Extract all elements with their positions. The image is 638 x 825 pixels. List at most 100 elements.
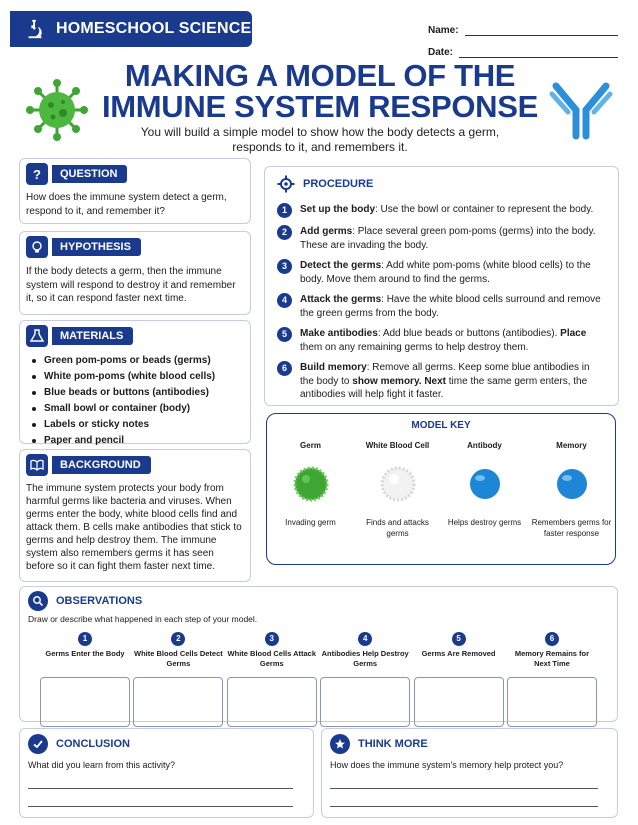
procedure-step: 4 Attack the germs: Have the white blood… xyxy=(277,293,606,320)
observation-steps: 1 Germs Enter the Body 2 White Blood Cel… xyxy=(28,632,609,727)
step-number: 1 xyxy=(277,203,292,218)
conclusion-card: CONCLUSION What did you learn from this … xyxy=(19,728,314,818)
key-item-germ: Germ Invading germ xyxy=(271,441,351,539)
step-number: 5 xyxy=(451,632,466,646)
answer-line[interactable] xyxy=(28,788,293,789)
observation-step: 2 White Blood Cells Detect Germs xyxy=(133,632,224,727)
step-caption: Antibodies Help Destroy Germs xyxy=(321,649,409,668)
white-pompom-icon xyxy=(380,466,415,502)
step-bold: Build memory xyxy=(300,362,367,373)
step-number: 2 xyxy=(277,225,292,240)
step-number: 4 xyxy=(277,293,292,308)
observation-box[interactable] xyxy=(133,677,224,727)
name-date-block: Name: Date: xyxy=(428,14,618,58)
procedure-header: PROCEDURE xyxy=(277,175,606,193)
key-item-name: Memory xyxy=(556,441,587,450)
book-icon xyxy=(26,454,48,476)
answer-line[interactable] xyxy=(330,788,598,789)
step-number: 5 xyxy=(277,327,292,342)
step-number: 4 xyxy=(358,632,373,646)
step-number: 6 xyxy=(544,632,559,646)
key-item-name: Antibody xyxy=(467,441,502,450)
step-bold: Make antibodies xyxy=(300,328,378,339)
answer-line[interactable] xyxy=(330,806,598,807)
key-item-memory: Memory Remembers germs for faster respon… xyxy=(532,441,612,539)
title-line-1: MAKING A MODEL OF THE xyxy=(124,58,516,93)
observation-box[interactable] xyxy=(413,677,504,727)
lightbulb-icon xyxy=(26,236,48,258)
think-more-header: THINK MORE xyxy=(330,734,609,754)
hypothesis-header: HYPOTHESIS xyxy=(26,236,244,258)
step-text: : Have the white blood cells surround an… xyxy=(300,294,601,319)
observations-card: OBSERVATIONS Draw or describe what happe… xyxy=(19,586,618,727)
step-bold: Detect the germs xyxy=(300,260,382,271)
model-key-card: MODEL KEY Germ Invading germ White Blood… xyxy=(266,413,616,565)
hypothesis-text: If the body detects a germ, then the imm… xyxy=(26,266,236,304)
step-caption: Germs Are Removed xyxy=(421,649,496,658)
key-item-desc: Invading germ xyxy=(285,518,336,527)
step-text: : Remove all germs. Keep some blue antib… xyxy=(300,362,590,387)
list-item: White pom-poms (white blood cells) xyxy=(26,369,244,385)
title-line-2: IMMUNE SYSTEM RESPONSE xyxy=(101,89,539,124)
green-pompom-icon xyxy=(293,466,328,502)
procedure-step: 6 Build memory: Remove all germs. Keep s… xyxy=(277,361,606,402)
observations-header: OBSERVATIONS xyxy=(28,591,609,611)
list-item: Paper and pencil xyxy=(26,433,244,449)
think-more-title: THINK MORE xyxy=(358,738,428,750)
procedure-step: 3 Detect the germs: Add white pom-poms (… xyxy=(277,259,606,286)
step-text: : Add blue beads or buttons (antibodies)… xyxy=(377,328,561,339)
step-caption: White Blood Cells Detect Germs xyxy=(134,649,223,668)
observation-box[interactable] xyxy=(320,677,411,727)
observation-box[interactable] xyxy=(226,677,317,727)
hypothesis-card: HYPOTHESIS If the body detects a germ, t… xyxy=(19,231,251,315)
observation-step: 6 Memory Remains for Next Time xyxy=(506,632,597,727)
step-bold: Add germs xyxy=(300,226,353,237)
question-tag: QUESTION xyxy=(52,165,128,183)
step-caption: Germs Enter the Body xyxy=(45,649,125,658)
step-number: 2 xyxy=(171,632,186,646)
date-label: Date: xyxy=(428,47,454,58)
materials-tag: MATERIALS xyxy=(52,327,134,345)
step-bold-2: Place xyxy=(560,328,587,339)
observation-box[interactable] xyxy=(40,677,130,727)
key-item-name: Germ xyxy=(300,441,321,450)
list-item: Blue beads or buttons (antibodies) xyxy=(26,385,244,401)
microscope-icon xyxy=(28,19,42,39)
key-item-desc: Remembers germs for faster response xyxy=(531,518,612,538)
step-number: 3 xyxy=(277,259,292,274)
name-field[interactable] xyxy=(464,26,618,36)
think-more-prompt: How does the immune system's memory help… xyxy=(330,760,564,770)
date-field[interactable] xyxy=(459,48,618,58)
key-item-white-blood-cell: White Blood Cell Finds and attacks germs xyxy=(358,441,438,539)
step-bold-2: show memory. Next xyxy=(352,375,446,387)
observation-step: 4 Antibodies Help Destroy Germs xyxy=(320,632,411,727)
observation-step: 3 White Blood Cells Attack Germs xyxy=(226,632,317,727)
key-item-desc: Finds and attacks germs xyxy=(366,518,429,538)
procedure-step: 2 Add germs: Place several green pom-pom… xyxy=(277,225,606,252)
background-header: BACKGROUND xyxy=(26,454,244,476)
key-item-name: White Blood Cell xyxy=(365,441,430,450)
procedure-steps: 1 Set up the body: Use the bowl or conta… xyxy=(277,203,606,402)
answer-line[interactable] xyxy=(28,806,293,807)
question-card: ? QUESTION How does the immune system de… xyxy=(19,158,251,224)
list-item: Small bowl or container (body) xyxy=(26,401,244,417)
question-text: How does the immune system detect a germ… xyxy=(26,192,227,217)
observation-step: 1 Germs Enter the Body xyxy=(40,632,130,727)
name-label: Name: xyxy=(428,25,459,36)
background-text: The immune system protects your body fro… xyxy=(26,483,242,572)
observation-box[interactable] xyxy=(506,677,597,727)
materials-card: MATERIALS Green pom-poms or beads (germs… xyxy=(19,320,251,446)
model-key-items: Germ Invading germ White Blood Cell Find… xyxy=(267,441,615,539)
procedure-title: PROCEDURE xyxy=(303,178,374,190)
blue-bead-icon xyxy=(556,469,587,499)
procedure-step: 1 Set up the body: Use the bowl or conta… xyxy=(277,203,606,218)
step-caption: White Blood Cells Attack Germs xyxy=(227,649,317,668)
magnifier-icon xyxy=(28,591,48,611)
page-title: MAKING A MODEL OF THE IMMUNE SYSTEM RESP… xyxy=(90,60,550,122)
step-bold: Set up the body xyxy=(300,204,375,215)
list-item: Green pom-poms or beads (germs) xyxy=(26,353,244,369)
gear-icon xyxy=(277,175,295,193)
observations-title: OBSERVATIONS xyxy=(56,595,143,607)
step-text-2: them on any remaining germs to help dest… xyxy=(300,341,529,353)
step-number: 3 xyxy=(264,632,279,646)
